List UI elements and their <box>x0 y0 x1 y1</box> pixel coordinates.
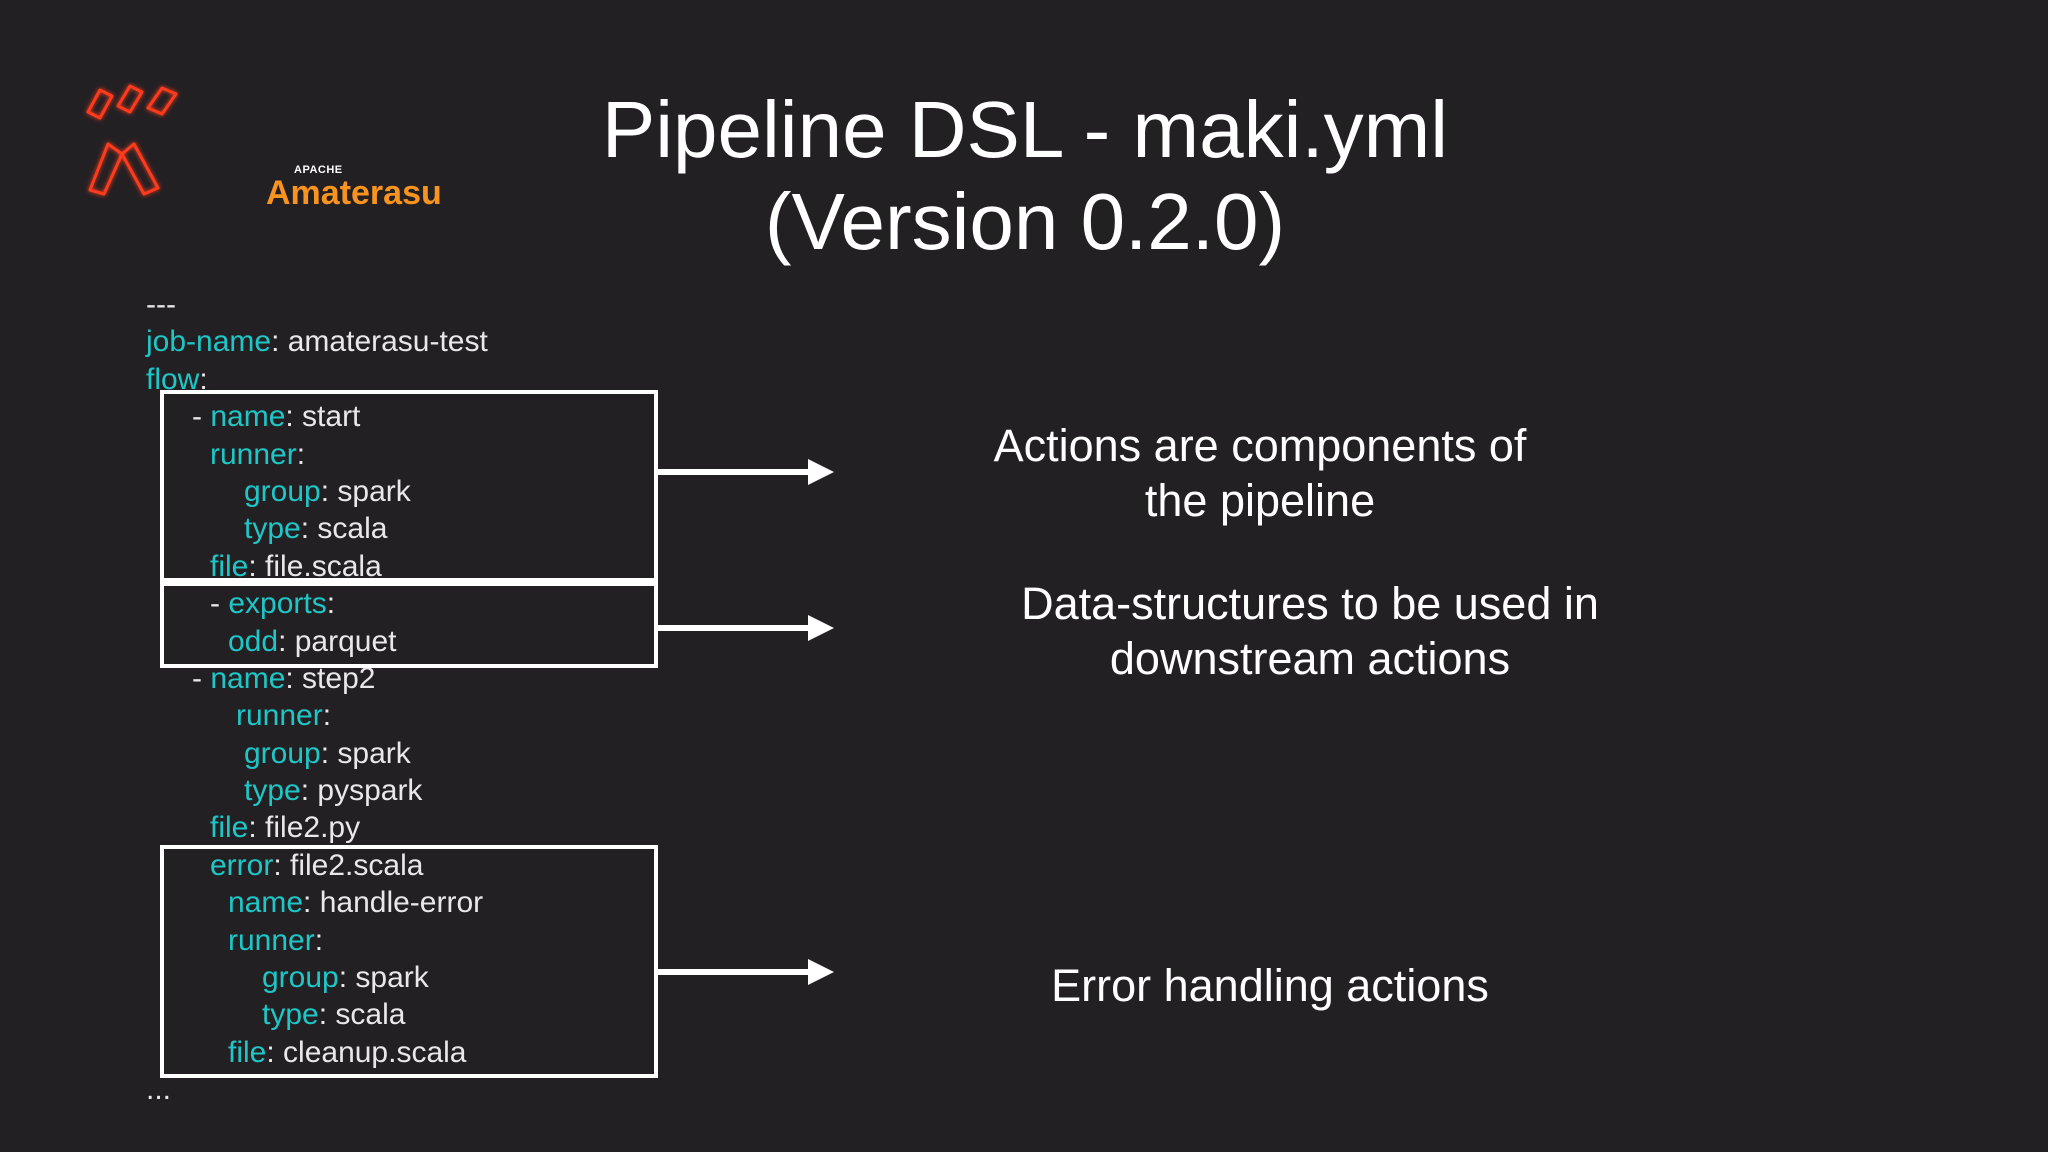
code-value: : scala <box>318 998 406 1032</box>
exports-annotation-line-2: downstream actions <box>1109 633 1511 684</box>
actions-annotation: Actions are components of the pipeline <box>940 418 1580 528</box>
code-key: type <box>262 998 319 1032</box>
code-value: : <box>296 437 306 471</box>
code-key: file <box>210 549 249 583</box>
code-line: file: cleanup.scala <box>228 1034 488 1071</box>
code-value: : start <box>285 400 361 434</box>
code-key: group <box>244 474 321 508</box>
logo-apache-text: APACHE <box>294 164 343 176</box>
exports-annotation-line-1: Data-structures to be used in <box>1021 578 1599 629</box>
exports-annotation: Data-structures to be used in downstream… <box>960 576 1660 686</box>
code-line: odd: parquet <box>228 623 488 660</box>
code-line: job-name: amaterasu-test <box>146 323 488 360</box>
slide-title: Pipeline DSL - maki.yml (Version 0.2.0) <box>560 84 1490 268</box>
code-key: group <box>244 736 321 770</box>
code-key: exports <box>228 587 327 621</box>
code-prefix: --- <box>146 288 176 321</box>
code-line: type: scala <box>262 996 488 1033</box>
code-line: --- <box>146 286 488 323</box>
exports-highlight-box <box>160 582 658 668</box>
code-value: : handle-error <box>303 886 484 920</box>
code-prefix: ... <box>146 1073 172 1107</box>
logo-name-text: Amaterasu <box>266 174 442 212</box>
code-line: name: handle-error <box>228 884 488 921</box>
code-value: : file2.scala <box>273 848 424 882</box>
code-value: : <box>199 362 208 396</box>
code-key: name <box>210 400 286 434</box>
code-prefix: - <box>210 587 229 621</box>
code-value: : pyspark <box>300 774 423 808</box>
code-line: type: pyspark <box>244 772 488 809</box>
code-value: : spark <box>320 736 411 770</box>
title-line-2: (Version 0.2.0) <box>764 177 1286 266</box>
actions-annotation-line-2: the pipeline <box>1144 475 1376 526</box>
code-key: odd <box>228 624 279 658</box>
code-line: type: scala <box>244 510 488 547</box>
code-line: ... <box>146 1071 488 1108</box>
code-line: - exports: <box>210 585 488 622</box>
amaterasu-logo: APACHE Amaterasu <box>78 82 442 212</box>
code-value: : <box>326 587 336 621</box>
code-line: file: file.scala <box>210 548 488 585</box>
errors-annotation: Error handling actions <box>980 958 1560 1013</box>
arrow-right-icon <box>658 459 834 485</box>
code-value: : <box>314 923 324 957</box>
code-line: - name: start <box>192 398 488 435</box>
code-key: job-name <box>146 325 272 359</box>
code-key: error <box>210 848 274 882</box>
code-prefix: - <box>192 400 211 434</box>
code-key: runner <box>210 437 297 471</box>
code-key: type <box>244 774 301 808</box>
code-value: : scala <box>300 512 388 546</box>
code-key: file <box>228 1035 267 1069</box>
code-value: : spark <box>338 961 429 995</box>
code-value: : parquet <box>278 624 397 658</box>
code-value: : <box>322 699 332 733</box>
actions-annotation-line-1: Actions are components of <box>993 420 1527 471</box>
code-line: runner: <box>228 922 488 959</box>
code-key: name <box>228 886 304 920</box>
code-key: group <box>262 961 339 995</box>
errors-annotation-line-1: Error handling actions <box>1051 960 1489 1011</box>
code-prefix: - <box>192 661 211 695</box>
arrow-right-icon <box>658 615 834 641</box>
code-line: error: file2.scala <box>210 847 488 884</box>
error-highlight-box <box>160 845 658 1078</box>
actions-highlight-box <box>160 390 658 582</box>
code-value: : spark <box>320 474 411 508</box>
title-line-1: Pipeline DSL - maki.yml <box>601 85 1449 174</box>
code-value: : file.scala <box>248 549 382 583</box>
code-line: file: file2.py <box>210 809 488 846</box>
amaterasu-glyph-icon <box>86 84 178 196</box>
code-key: file <box>210 811 249 845</box>
code-value: : amaterasu-test <box>271 325 488 359</box>
code-line: runner: <box>236 697 488 734</box>
code-key: runner <box>228 923 315 957</box>
code-value: : file2.py <box>248 811 361 845</box>
code-key: type <box>244 512 301 546</box>
code-line: group: spark <box>244 735 488 772</box>
code-line: group: spark <box>244 473 488 510</box>
code-key: runner <box>236 699 323 733</box>
code-line: group: spark <box>262 959 488 996</box>
code-line: runner: <box>210 436 488 473</box>
arrow-right-icon <box>658 959 834 985</box>
code-value: : cleanup.scala <box>266 1035 467 1069</box>
